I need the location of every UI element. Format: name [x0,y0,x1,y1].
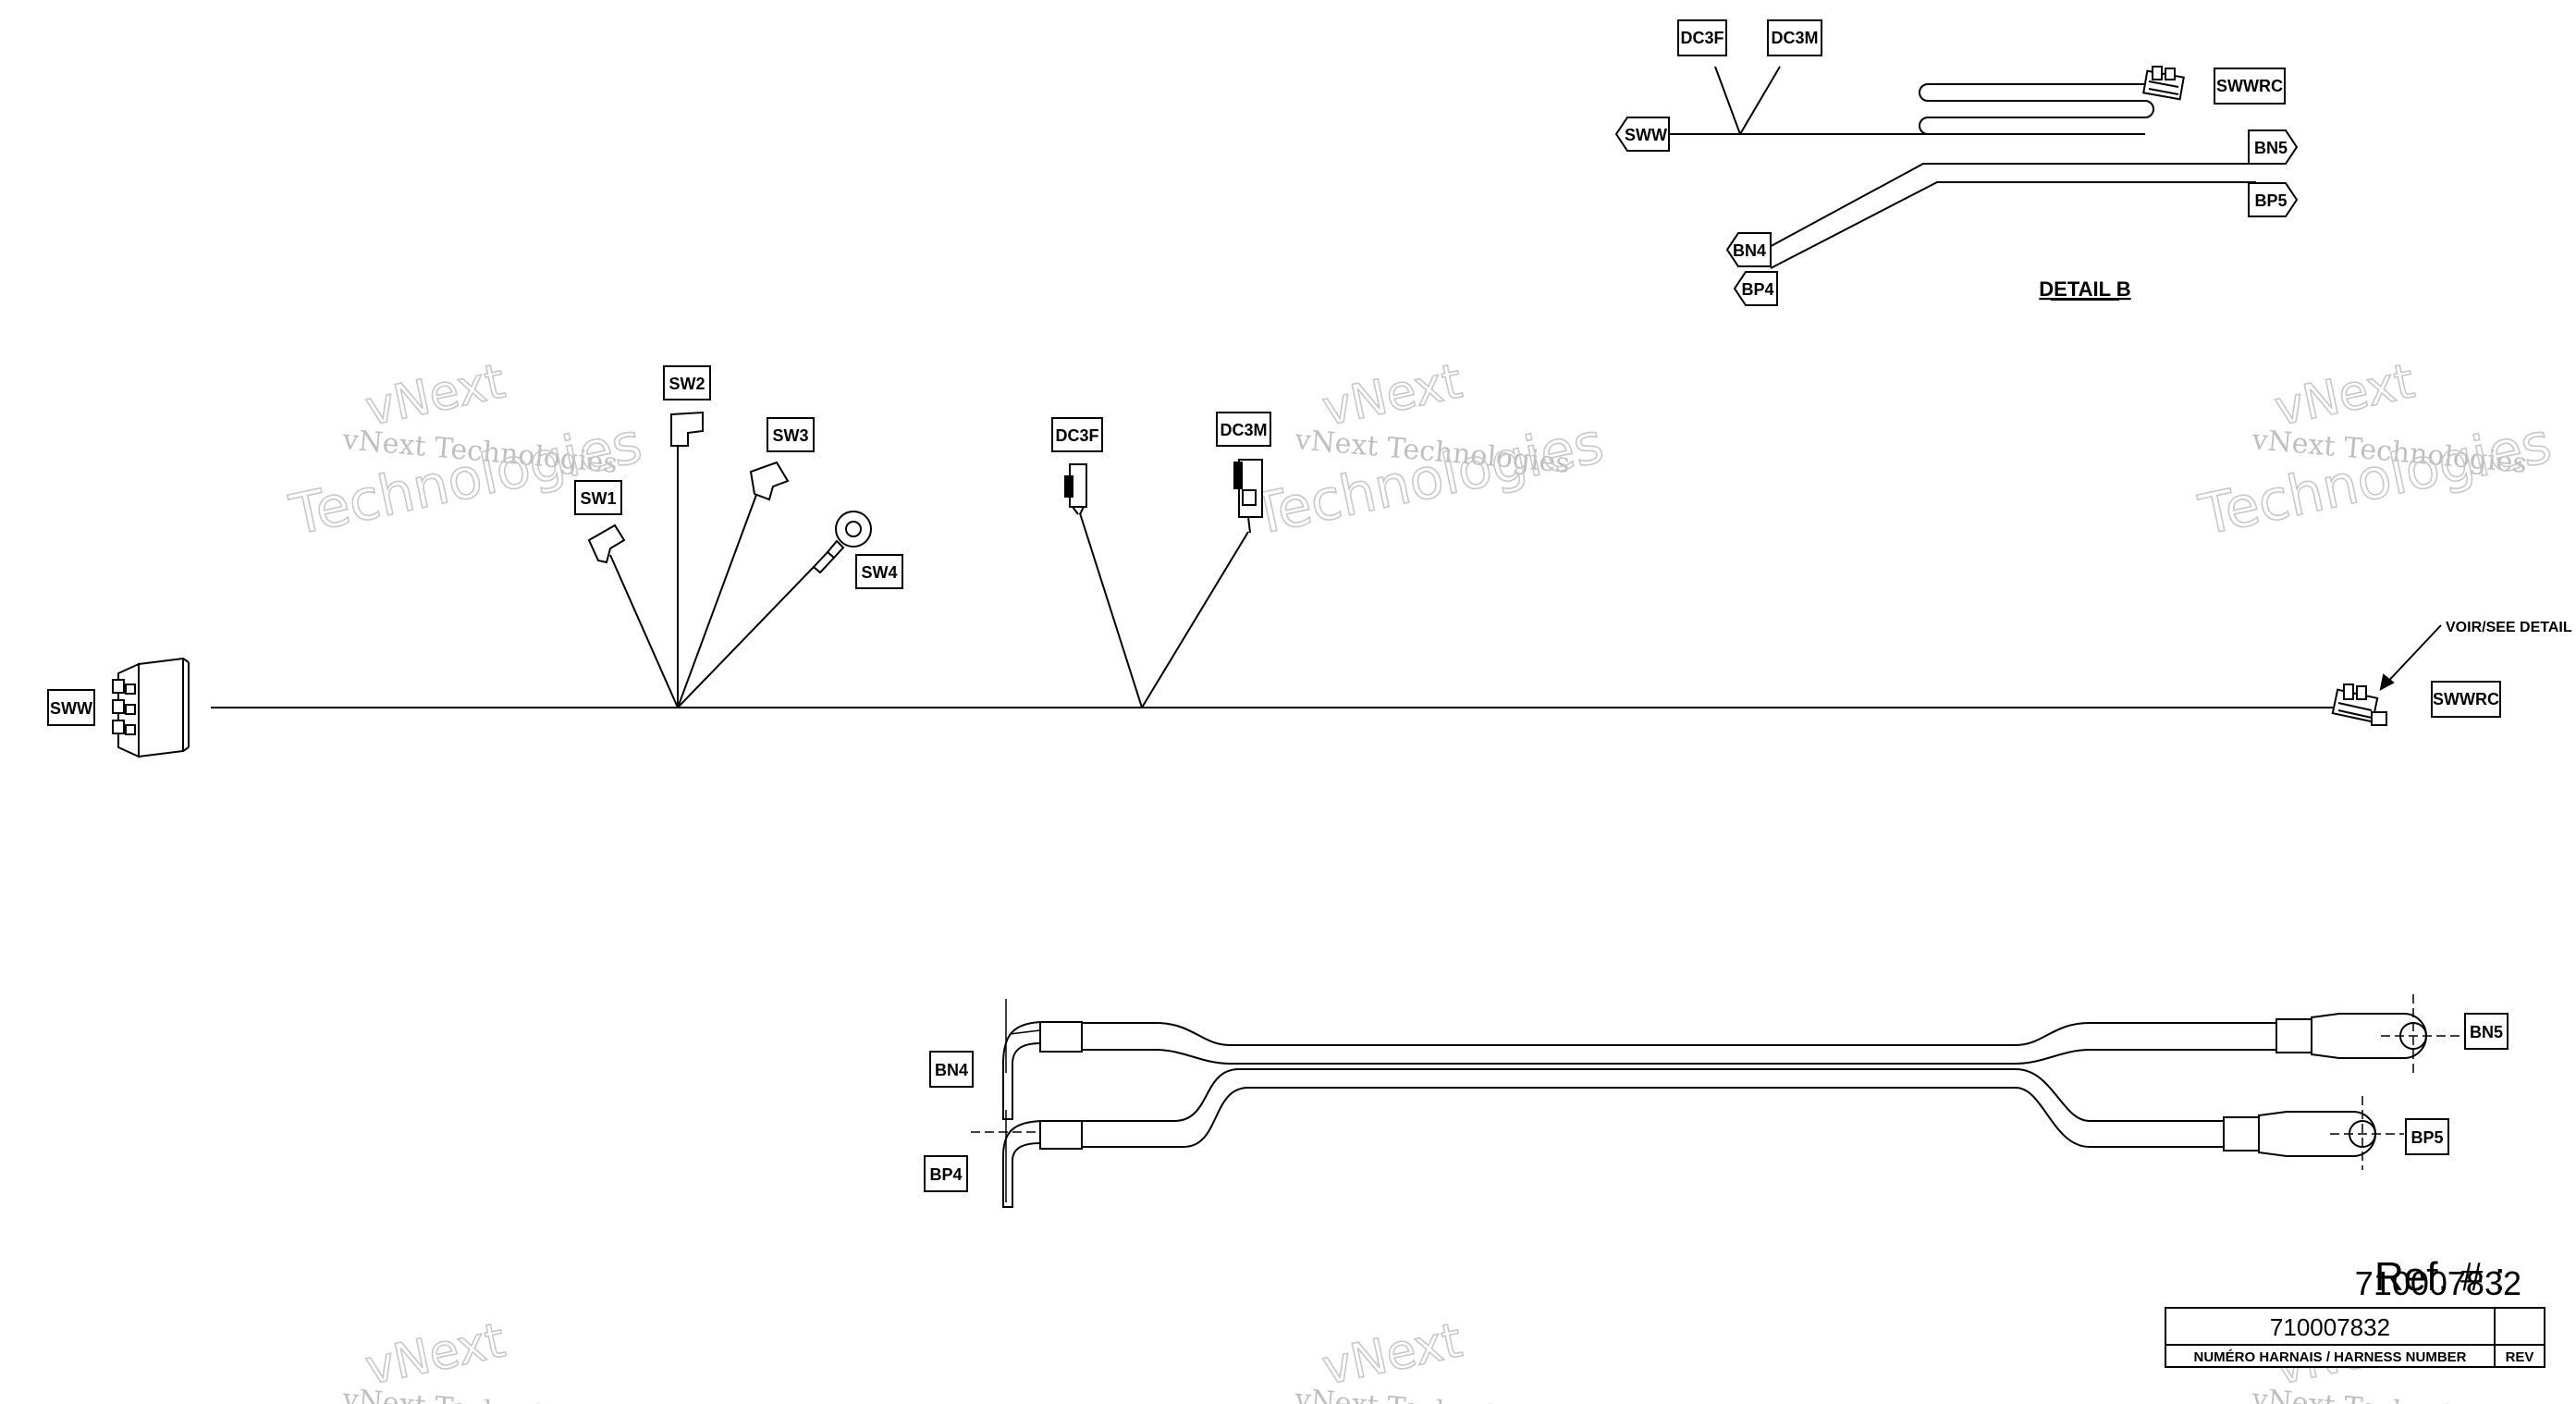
detail-b-tag-sww: SWW [1614,117,1670,152]
dc3f-wire [1079,512,1143,708]
watermark-line: vNext Technologies [340,1383,619,1404]
watermark-line: vNext Technologies [1293,1383,1571,1404]
see-detail-leader [2380,624,2442,690]
detail-b-tag-bn5: BN5 [2248,129,2299,165]
detail-b-label-bn4: BN4 [1733,241,1766,260]
watermark-vnext: vNext [1318,1312,1466,1396]
detail-b-title: DETAIL B [2039,277,2130,301]
sw4-ring-terminal-icon [812,511,872,574]
sww-connector-icon [112,657,190,758]
detail-b-loop-wire [1919,83,2154,135]
detail-b-label-bn5: BN5 [2254,139,2288,157]
label-sw1: SW1 [580,489,616,508]
detail-b-tag-dc3f: DC3F [1677,19,1727,56]
tag-bp4-cable: BP4 [924,1155,968,1192]
watermark-group-5: vNext vNext Technologies [1293,1312,1571,1404]
detail-b-tag-bp5: BP5 [2248,182,2299,217]
watermark-vnext: vNext [2270,353,2419,437]
title-block: Ref. # : 710007832 710007832 NUMÉRO HARN… [2165,1254,2545,1368]
detail-b-bp-wire [1770,181,2256,269]
detail-b-dc3f-wire [1714,66,1741,135]
tag-bp5-cable: BP5 [2405,1118,2449,1155]
sw2-terminal-icon [670,411,704,447]
bp4-terminal-icon [971,1110,1083,1208]
bn-cable-top [1080,1022,2276,1046]
bp-cable-top [1080,1068,2224,1122]
swwrc-connector-icon [2331,684,2387,726]
label-dc3f: DC3F [1055,426,1098,445]
label-sw2: SW2 [669,375,705,393]
label-bp5-cable: BP5 [2410,1128,2443,1147]
bn4-terminal-icon [1002,999,1083,1120]
label-swwrc: SWWRC [2433,690,2499,708]
tag-swwrc: SWWRC [2431,681,2501,718]
rev-caption: REV [2506,1349,2534,1365]
label-bp4-cable: BP4 [929,1165,962,1184]
main-harness [211,446,2442,708]
sw4-wire [677,566,815,708]
label-bn4-cable: BN4 [935,1061,968,1079]
bn5-ring-terminal-icon [2275,994,2459,1073]
detail-b-label-sww: SWW [1625,126,1667,144]
detail-b-label-bp5: BP5 [2254,191,2287,210]
watermark-group-3: vNext vNext Technologies Technologies [2193,353,2558,549]
detail-b-bn-wire [1763,163,2256,251]
detail-b-tag-bp4: BP4 [1733,271,1778,306]
see-detail-note: VOIR/SEE DETAIL B [2446,620,2576,635]
watermark-vnext: vNext [361,353,509,437]
see-detail-arrowhead [2379,673,2395,691]
detail-b-label-swwrc: SWWRC [2216,77,2283,95]
watermark-group-1: vNext vNext Technologies Technologies [284,353,648,549]
dc3f-connector-icon [1064,463,1087,515]
tag-sw4: SW4 [855,554,903,589]
watermark-line: vNext Technologies [2250,1383,2528,1404]
sw3-wire [677,494,757,708]
watermark-vnext: vNext [1318,353,1466,437]
dc3m-wire [1141,531,1249,708]
detail-b-label-dc3m: DC3M [1771,29,1818,47]
tag-sw1: SW1 [574,480,622,515]
detail-b-dc3m-wire [1739,66,1781,135]
detail-b-label-bp4: BP4 [1741,280,1773,299]
dc3m-connector-icon [1233,459,1263,534]
watermark-technologies: Technologies [2194,411,2558,548]
sw3-terminal-icon [749,461,790,501]
label-sw3: SW3 [772,426,808,445]
detail-b [1641,66,2256,269]
sw1-wire [609,554,679,708]
detail-b-label-dc3f: DC3F [1680,29,1723,47]
ref-label: Ref. # : [2374,1254,2506,1299]
detail-b-tag-swwrc: SWWRC [2214,68,2286,105]
ref-number: 710007832 [2355,1264,2521,1302]
tag-bn5-cable: BN5 [2464,1013,2509,1050]
label-bn5-cable: BN5 [2470,1023,2503,1041]
label-sww: SWW [50,699,92,718]
label-dc3m: DC3M [1220,421,1267,439]
bp5-ring-terminal-icon [2223,1096,2404,1170]
detail-b-tag-dc3m: DC3M [1767,19,1822,56]
sw1-terminal-icon [587,523,626,564]
harness-number-caption: NUMÉRO HARNAIS / HARNESS NUMBER [2193,1349,2466,1365]
tag-dc3f: DC3F [1051,417,1103,452]
watermark-vnext: vNext [361,1312,509,1396]
watermark-group-4: vNext vNext Technologies [340,1312,619,1404]
tag-bn4-cable: BN4 [929,1051,974,1088]
tag-sww: SWW [47,689,95,726]
bp-cable-bottom [1080,1087,2224,1148]
label-sw4: SW4 [861,563,897,582]
watermark-group-2: vNext vNext Technologies Technologies [1245,353,1610,549]
watermark-technologies: Technologies [285,411,648,548]
harness-number: 710007832 [2270,1313,2390,1341]
swwrc-connector-icon [2142,66,2185,101]
tag-sw3: SW3 [767,417,815,452]
bn-cable-bottom [1080,1049,2276,1065]
tag-dc3m: DC3M [1216,412,1271,447]
battery-cables [971,994,2459,1208]
detail-b-tag-bn4: BN4 [1725,232,1772,267]
tag-sw2: SW2 [663,365,711,400]
